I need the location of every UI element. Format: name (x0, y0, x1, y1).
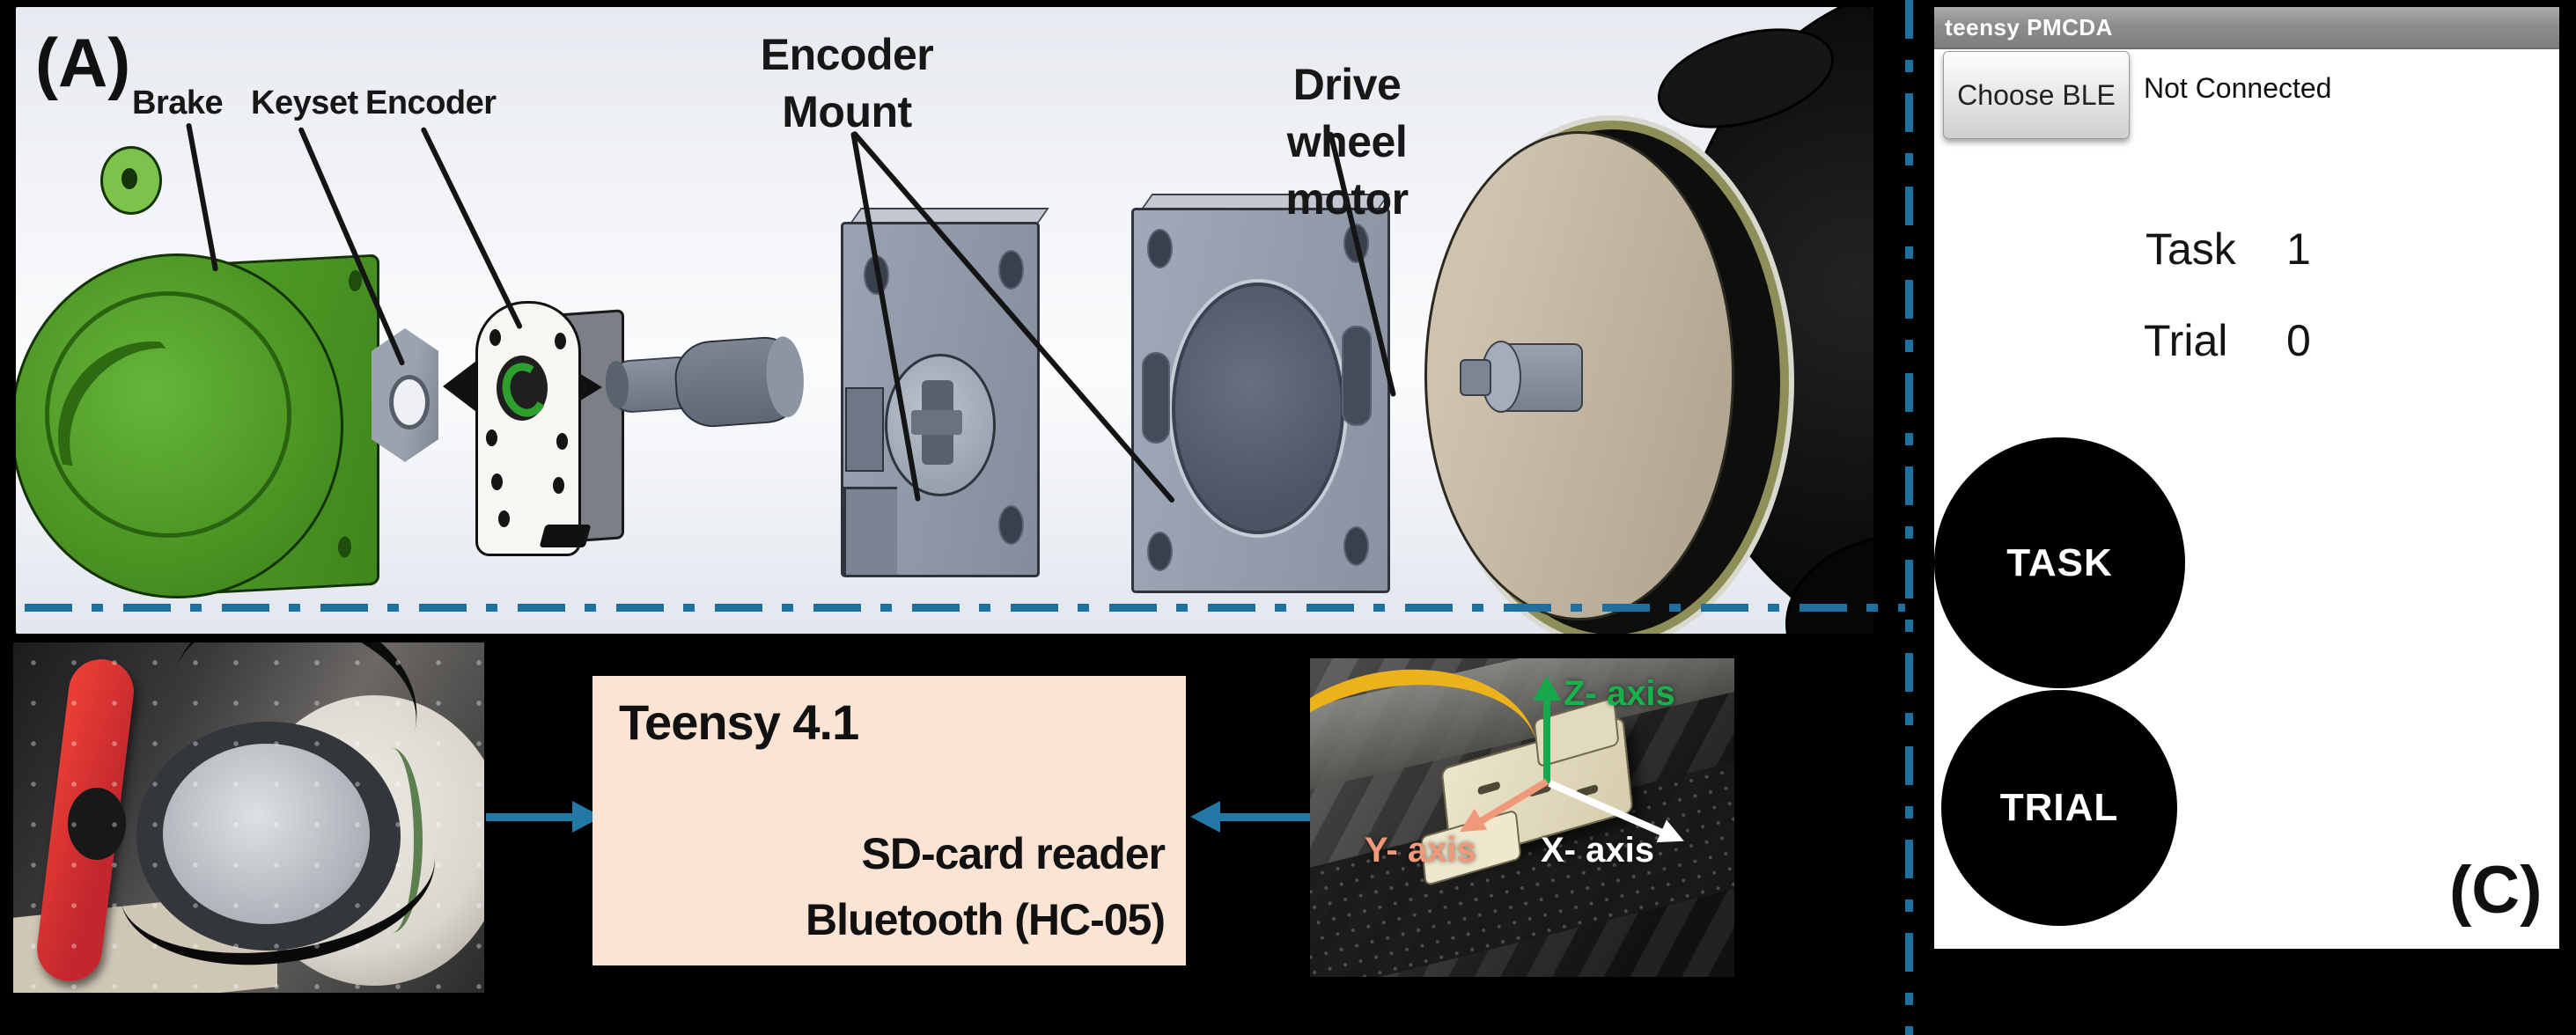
brake-hub-shape (100, 146, 162, 215)
encoder-mount-label-line2: Mount (782, 87, 912, 136)
app-title-bar: teensy PMCDA (1934, 7, 2559, 49)
encoder-left-wing (443, 358, 480, 415)
shaft-coupler-shape (672, 334, 806, 429)
mount-plate1-side-notch (845, 387, 884, 472)
z-axis-label: Z- axis (1564, 674, 1675, 713)
mount-plate2-opening (1168, 279, 1348, 538)
task-button[interactable]: TASK (1934, 437, 2185, 688)
horizontal-dash-divider (25, 604, 1905, 612)
encoder-hole (553, 477, 564, 494)
brake-plate-hole (338, 536, 351, 559)
encoder-label: Encoder (365, 84, 497, 121)
encoder-hole (486, 429, 497, 446)
encoder-leader-line (420, 126, 524, 330)
trial-counter-label: Trial (2144, 316, 2228, 365)
brake-label: Brake (132, 84, 224, 121)
drive-wheel-motor-label: Drive wheel motor (1238, 56, 1456, 228)
brake-leader-line (186, 122, 219, 272)
mount-plate2-hole (1147, 229, 1173, 268)
y-axis-label: Y- axis (1365, 831, 1476, 870)
encoder-hole (498, 510, 510, 527)
encoder-hole (489, 329, 501, 346)
mount-plate1-hole (998, 250, 1024, 290)
encoder-mount-label-line1: Encoder (760, 30, 934, 79)
teensy-title: Teensy 4.1 (619, 694, 859, 750)
encoder-hole (556, 433, 568, 450)
encoder-bottom-notch (539, 525, 592, 547)
teensy-bluetooth-line: Bluetooth (HC-05) (806, 895, 1166, 944)
drive-wheel-motor-label-line2: motor (1285, 174, 1409, 224)
mount-plate1-step (843, 487, 897, 575)
panel-a-tag: (A) (35, 24, 131, 101)
vertical-dash-divider (1905, 0, 1913, 1035)
photo1-green-gasket (361, 748, 423, 933)
teensy-block: Teensy 4.1 SD-card reader Bluetooth (HC-… (592, 676, 1186, 965)
brake-installed-photo (13, 642, 484, 993)
mount-plate2-left-slot (1142, 352, 1170, 444)
trial-counter-value: 0 (2286, 316, 2311, 365)
mount-plate2-hole (1147, 532, 1173, 571)
flow-arrow-left-line (486, 813, 576, 821)
teensy-peripherals: SD-card reader Bluetooth (HC-05) (806, 821, 1166, 953)
mount-plate1-hole (998, 505, 1024, 545)
keyset-label: Keyset (251, 84, 358, 121)
encoder-hole (555, 333, 566, 349)
photo1-pegboard-dots (13, 642, 484, 993)
encoder-mount-label: Encoder Mount (745, 26, 949, 141)
photo1-handle-pivot (68, 788, 126, 860)
photo1-brake-cylinder-face (163, 744, 370, 924)
task-counter-label: Task (2145, 224, 2236, 274)
imu-axes-photo: Z- axis Y- axis X- axis (1310, 658, 1734, 977)
task-counter-value: 1 (2286, 224, 2311, 274)
choose-ble-button[interactable]: Choose BLE (1943, 51, 2130, 139)
panel-c-mobile-app: teensy PMCDA Choose BLE Not Connected Ta… (1934, 7, 2559, 949)
imu-slot (1477, 781, 1501, 796)
x-axis-label: X- axis (1541, 831, 1654, 870)
drive-wheel-motor-label-line1: Drive wheel (1286, 60, 1408, 166)
encoder-hole (491, 473, 503, 490)
encoder-hub-shape (497, 356, 548, 421)
ble-status-text: Not Connected (2144, 72, 2332, 104)
flow-arrow-right-head (1190, 801, 1220, 833)
brake-disc-shape (16, 253, 343, 598)
keyset-nut-hole (389, 375, 430, 429)
app-title: teensy PMCDA (1945, 14, 2113, 40)
panel-c-tag: (C) (2449, 853, 2543, 928)
panel-a-cad-exploded-view: (A) Brake Keyset Encoder Encoder Mount D… (16, 7, 1873, 634)
z-axis-arrowhead (1533, 676, 1561, 701)
motor-shaft-stub (1460, 359, 1491, 396)
flow-arrow-right-line (1218, 813, 1312, 821)
trial-button[interactable]: TRIAL (1941, 690, 2177, 926)
mount-plate2-right-slot (1342, 326, 1372, 426)
mount-plate2-hole (1343, 526, 1369, 566)
teensy-sd-card-line: SD-card reader (861, 829, 1166, 878)
z-axis-arrow (1543, 697, 1550, 783)
mount-plate1-tab (911, 410, 962, 435)
